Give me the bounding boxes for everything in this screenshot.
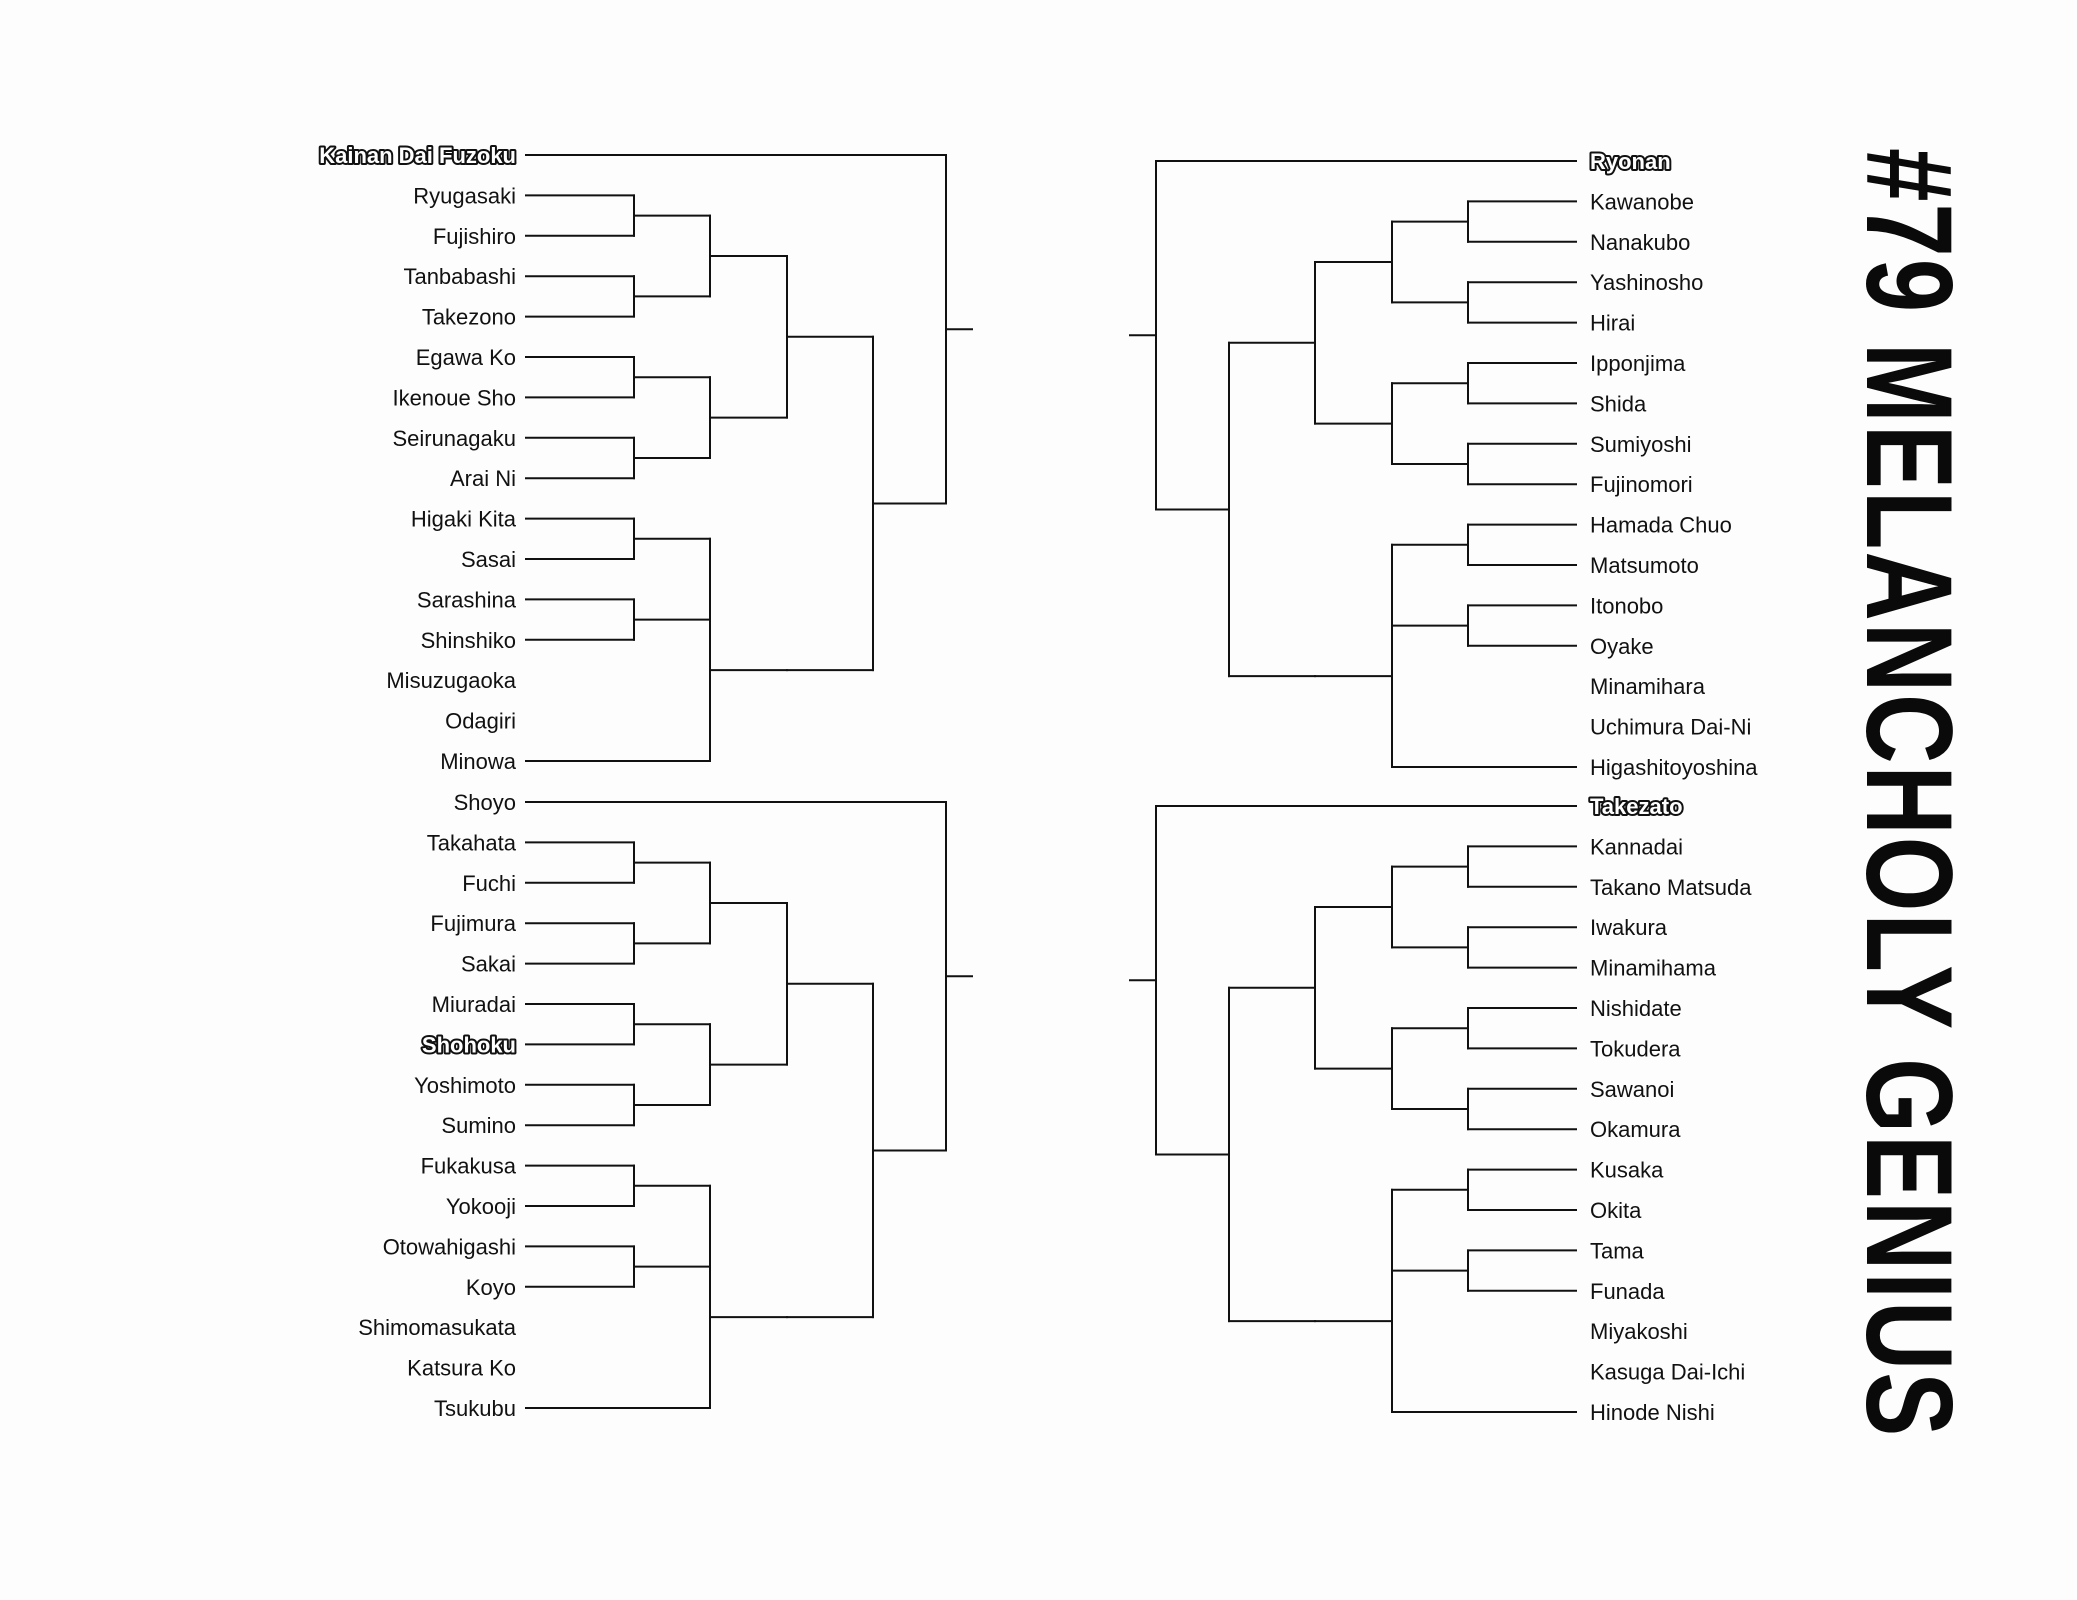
team-label-koyo: Koyo — [466, 1275, 516, 1300]
team-label-okamura: Okamura — [1590, 1117, 1681, 1142]
team-label-takezono: Takezono — [422, 305, 516, 330]
team-label-odagiri: Odagiri — [445, 709, 516, 734]
team-label-fujimura: Fujimura — [430, 911, 516, 936]
team-label-tanbabashi: Tanbabashi — [403, 264, 516, 289]
team-label-oyake: Oyake — [1590, 634, 1654, 659]
team-label-takahata: Takahata — [427, 830, 517, 855]
team-label-miuradai: Miuradai — [432, 992, 516, 1017]
team-label-otowahigashi: Otowahigashi — [383, 1234, 516, 1259]
team-label-seirunagaku: Seirunagaku — [392, 426, 516, 451]
team-label-funada: Funada — [1590, 1279, 1665, 1304]
team-label-fuchi: Fuchi — [462, 871, 516, 896]
team-label-hinode-nishi: Hinode Nishi — [1590, 1400, 1715, 1425]
team-label-minamihara: Minamihara — [1590, 674, 1706, 699]
team-label-fukakusa: Fukakusa — [421, 1154, 517, 1179]
team-label-hirai: Hirai — [1590, 311, 1635, 336]
team-label-itonobo: Itonobo — [1590, 593, 1663, 618]
team-label-kawanobe: Kawanobe — [1590, 189, 1694, 214]
team-label-sasai: Sasai — [461, 547, 516, 572]
team-label-yokooji: Yokooji — [446, 1194, 516, 1219]
team-label-tsukubu: Tsukubu — [434, 1396, 516, 1421]
team-label-iwakura: Iwakura — [1590, 915, 1668, 940]
team-label-hamada-chuo: Hamada Chuo — [1590, 513, 1732, 538]
team-label-nishidate: Nishidate — [1590, 996, 1682, 1021]
team-label-ryugasaki: Ryugasaki — [413, 183, 516, 208]
team-label-higashitoyoshina: Higashitoyoshina — [1590, 755, 1758, 780]
team-label-tama: Tama — [1590, 1238, 1645, 1263]
team-label-takezato: Takezato — [1590, 794, 1683, 819]
team-label-ryonan: Ryonan — [1590, 149, 1671, 174]
team-label-sawanoi: Sawanoi — [1590, 1077, 1674, 1102]
team-label-fujishiro: Fujishiro — [433, 224, 516, 249]
team-label-sumiyoshi: Sumiyoshi — [1590, 432, 1691, 457]
team-label-yoshimoto: Yoshimoto — [414, 1073, 516, 1098]
team-label-kasuga-dai-ichi: Kasuga Dai-Ichi — [1590, 1360, 1745, 1385]
team-label-takano-matsuda: Takano Matsuda — [1590, 875, 1752, 900]
team-label-nanakubo: Nanakubo — [1590, 230, 1690, 255]
team-label-kainan-dai-fuzoku: Kainan Dai Fuzoku — [319, 143, 516, 168]
team-label-higaki-kita: Higaki Kita — [411, 507, 517, 532]
team-label-katsura-ko: Katsura Ko — [407, 1356, 516, 1381]
team-label-kusaka: Kusaka — [1590, 1158, 1664, 1183]
team-label-minamihama: Minamihama — [1590, 956, 1717, 981]
team-label-shimomasukata: Shimomasukata — [358, 1315, 517, 1340]
team-label-misuzugaoka: Misuzugaoka — [386, 668, 516, 693]
team-label-kannadai: Kannadai — [1590, 834, 1683, 859]
team-label-minowa: Minowa — [440, 749, 517, 774]
team-label-sakai: Sakai — [461, 952, 516, 977]
team-label-tokudera: Tokudera — [1590, 1036, 1681, 1061]
chapter-title: #79 MELANCHOLY GENIUS — [1840, 148, 1978, 1439]
team-label-shoyo: Shoyo — [454, 790, 516, 815]
team-label-sarashina: Sarashina — [417, 587, 517, 612]
team-label-shohoku: Shohoku — [422, 1032, 516, 1057]
team-label-shinshiko: Shinshiko — [421, 628, 516, 653]
team-label-matsumoto: Matsumoto — [1590, 553, 1699, 578]
team-label-arai-ni: Arai Ni — [450, 466, 516, 491]
team-label-uchimura-dai-ni: Uchimura Dai-Ni — [1590, 715, 1751, 740]
team-label-sumino: Sumino — [441, 1113, 516, 1138]
team-label-egawa-ko: Egawa Ko — [416, 345, 516, 370]
team-label-yashinosho: Yashinosho — [1590, 270, 1703, 295]
team-label-shida: Shida — [1590, 391, 1647, 416]
team-label-ipponjima: Ipponjima — [1590, 351, 1686, 376]
team-label-okita: Okita — [1590, 1198, 1642, 1223]
team-label-miyakoshi: Miyakoshi — [1590, 1319, 1688, 1344]
team-label-fujinomori: Fujinomori — [1590, 472, 1693, 497]
team-label-ikenoue-sho: Ikenoue Sho — [392, 385, 516, 410]
